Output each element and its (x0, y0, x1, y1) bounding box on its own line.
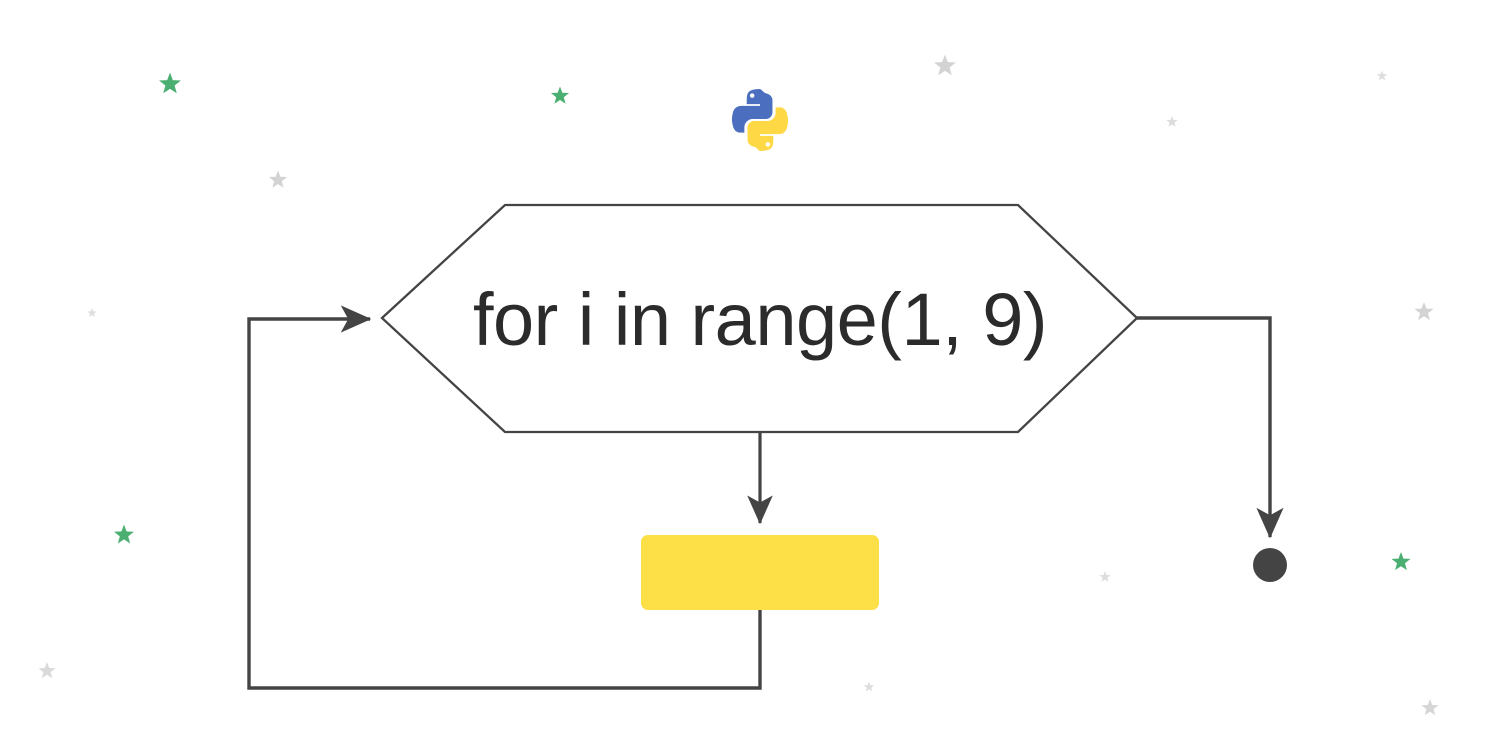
loop-condition-label: for i in range(1, 9) (473, 278, 1047, 361)
decorative-star-icon (1166, 116, 1178, 127)
decorative-star-icon (159, 72, 181, 94)
decorative-star-icon (87, 308, 97, 318)
decorative-star-icon (1376, 70, 1388, 81)
python-logo (731, 89, 789, 151)
decorative-star-icon (1099, 571, 1111, 582)
node-loop-condition[interactable]: for i in range(1, 9) (380, 203, 1139, 434)
edge-body-to-condition-loopback (247, 305, 762, 690)
decorative-star-icon (114, 524, 134, 544)
decorative-star-icon (863, 681, 875, 692)
decorative-star-icon (38, 662, 56, 679)
edge-condition-to-end (1137, 316, 1284, 539)
decorative-star-icon (1391, 552, 1411, 571)
decorative-star-icon (934, 54, 956, 76)
decorative-star-icon (1414, 302, 1434, 321)
decorative-star-icon (268, 170, 288, 188)
node-loop-body[interactable] (641, 535, 879, 610)
decorative-star-icon (550, 86, 570, 104)
decorative-star-icon (1421, 699, 1439, 716)
star-field (38, 54, 1439, 716)
node-end[interactable] (1253, 548, 1287, 582)
